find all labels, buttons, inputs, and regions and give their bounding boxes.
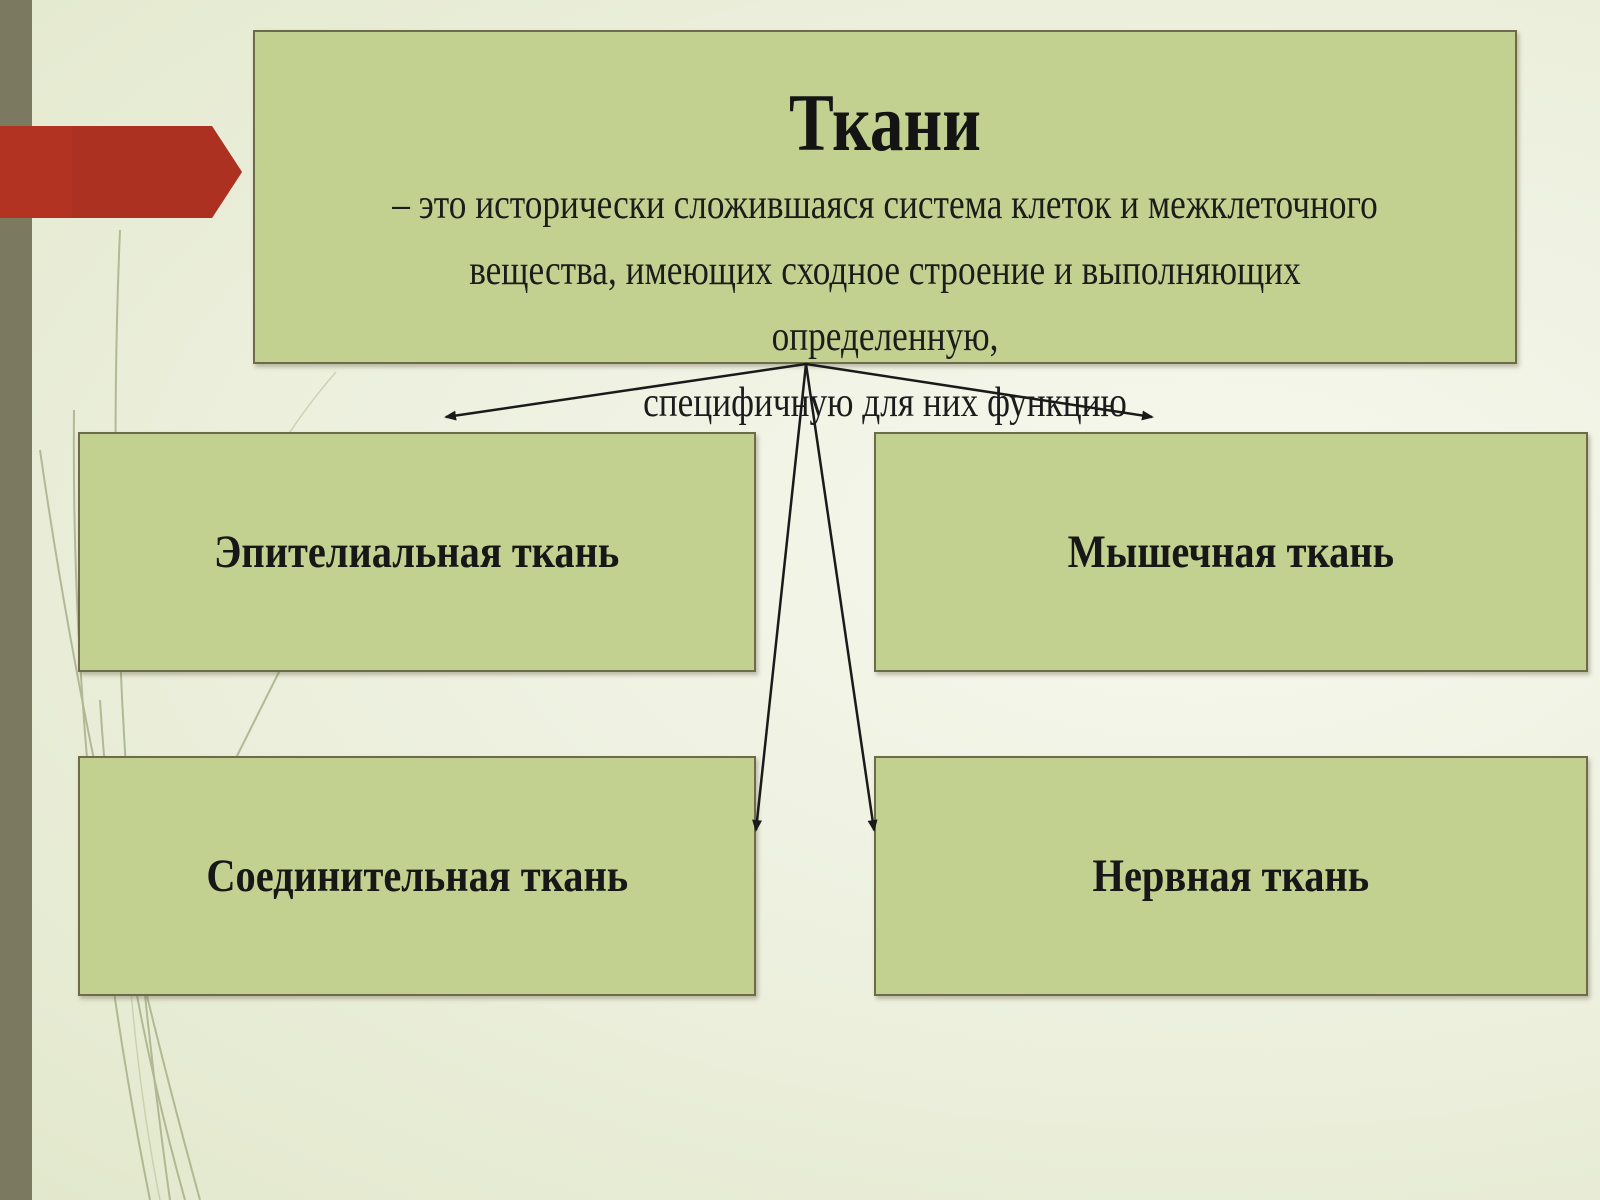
definition-line-2: вещества, имеющих сходное строение и вып… [469, 248, 1301, 360]
box-nervous-tissue: Нервная ткань [874, 756, 1588, 996]
label-muscle-tissue: Мышечная ткань [1067, 526, 1395, 578]
main-definition-box: Ткани – это исторически сложившаяся сист… [253, 30, 1517, 426]
red-ribbon-marker [0, 126, 242, 218]
main-definition: – это исторически сложившаяся система кл… [373, 172, 1398, 436]
label-nervous-tissue: Нервная ткань [1092, 850, 1370, 902]
definition-line-3: специфичную для них функцию [643, 380, 1127, 426]
main-title: Ткани [788, 77, 982, 168]
box-connective-tissue: Соединительная ткань [78, 756, 756, 996]
label-connective-tissue: Соединительная ткань [206, 850, 628, 902]
definition-line-1: – это исторически сложившаяся система кл… [392, 182, 1378, 228]
label-epithelial-tissue: Эпителиальная ткань [214, 526, 620, 578]
box-muscle-tissue: Мышечная ткань [874, 432, 1588, 672]
box-epithelial-tissue: Эпителиальная ткань [78, 432, 756, 672]
